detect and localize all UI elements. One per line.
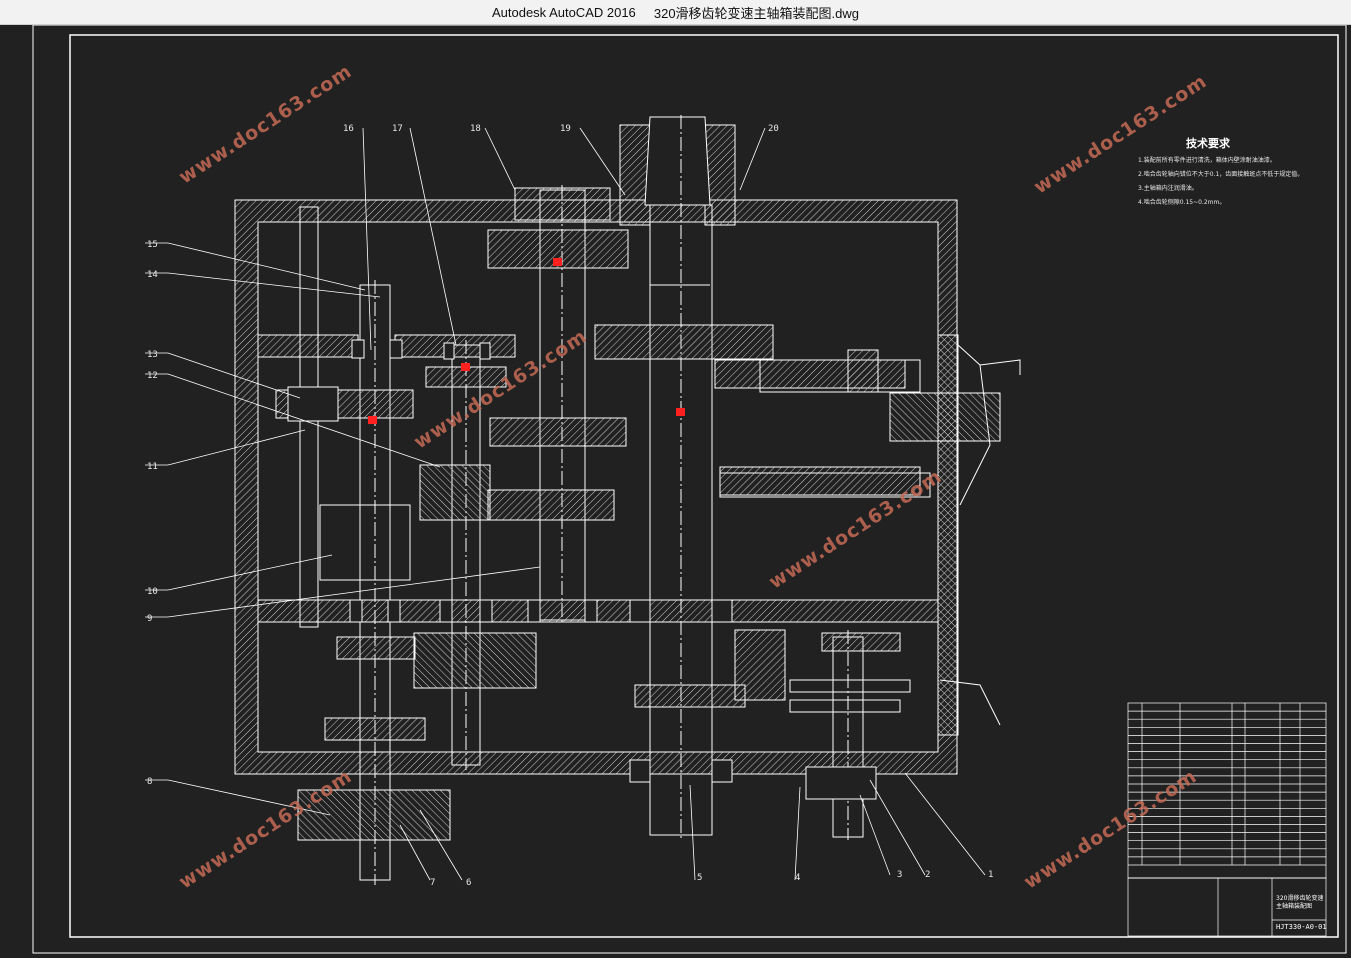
window-title-bar[interactable]: Autodesk AutoCAD 2016 320滑移齿轮变速主轴箱装配图.dw… (0, 0, 1351, 25)
part-label-15: 15 (147, 240, 158, 250)
part-label-17: 17 (392, 124, 403, 134)
cad-drawing: 16 17 18 19 20 15 14 13 12 11 10 9 8 7 6… (32, 25, 1347, 954)
bearings (287, 339, 877, 800)
part-label-14: 14 (147, 270, 158, 280)
part-label-12: 12 (147, 371, 158, 381)
sheet-inner-border (69, 34, 1339, 938)
part-label-20: 20 (768, 124, 779, 134)
spindle-top-head (514, 116, 736, 286)
title-block-drawing-code: HJT330-A0-01 (1276, 923, 1327, 931)
sheet-outer-border (32, 25, 1347, 954)
tech-requirement-1: 1.装配前所有零件进行清洗，箱体内壁涂耐油油漆。 (1138, 157, 1276, 164)
part-label-11: 11 (147, 462, 158, 472)
leader-lines (145, 127, 986, 881)
highlight-markers (368, 258, 685, 424)
tech-requirement-4: 4.啮合齿轮侧隙0.15~0.2mm。 (1138, 199, 1226, 206)
part-label-16: 16 (343, 124, 354, 134)
part-label-19: 19 (560, 124, 571, 134)
app-name: Autodesk AutoCAD 2016 (491, 4, 636, 20)
tech-requirements-title: 技术要求 (1186, 137, 1230, 150)
file-name: 320滑移齿轮变速主轴箱装配图.dwg (653, 5, 860, 21)
part-label-18: 18 (470, 124, 481, 134)
shafts (299, 115, 864, 885)
drawing-canvas[interactable]: 16 17 18 19 20 15 14 13 12 11 10 9 8 7 6… (0, 25, 1351, 958)
part-label-13: 13 (147, 350, 158, 360)
shift-mechanism (719, 344, 1021, 726)
part-label-6: 6 (466, 878, 471, 888)
part-label-10: 10 (147, 587, 158, 597)
part-label-4: 4 (795, 873, 800, 883)
part-label-2: 2 (925, 870, 930, 880)
part-number-labels: 16 17 18 19 20 15 14 13 12 11 10 9 8 7 6… (147, 124, 993, 888)
title-block-drawing-title: 320滑移齿轮变速主轴箱装配图 (1276, 895, 1324, 910)
part-label-5: 5 (697, 873, 702, 883)
tech-requirement-3: 3.主轴箱内注润滑油。 (1138, 185, 1198, 192)
tech-requirement-2: 2.啮合齿轮轴向错位不大于0.1，齿面接触斑点不低于规定值。 (1138, 171, 1304, 178)
gearbox-housing (234, 199, 959, 775)
part-label-1: 1 (988, 870, 993, 880)
part-label-8: 8 (147, 777, 152, 787)
parts-list-table (1127, 702, 1327, 937)
part-label-9: 9 (147, 614, 152, 624)
part-label-7: 7 (430, 878, 435, 888)
part-label-3: 3 (897, 870, 902, 880)
